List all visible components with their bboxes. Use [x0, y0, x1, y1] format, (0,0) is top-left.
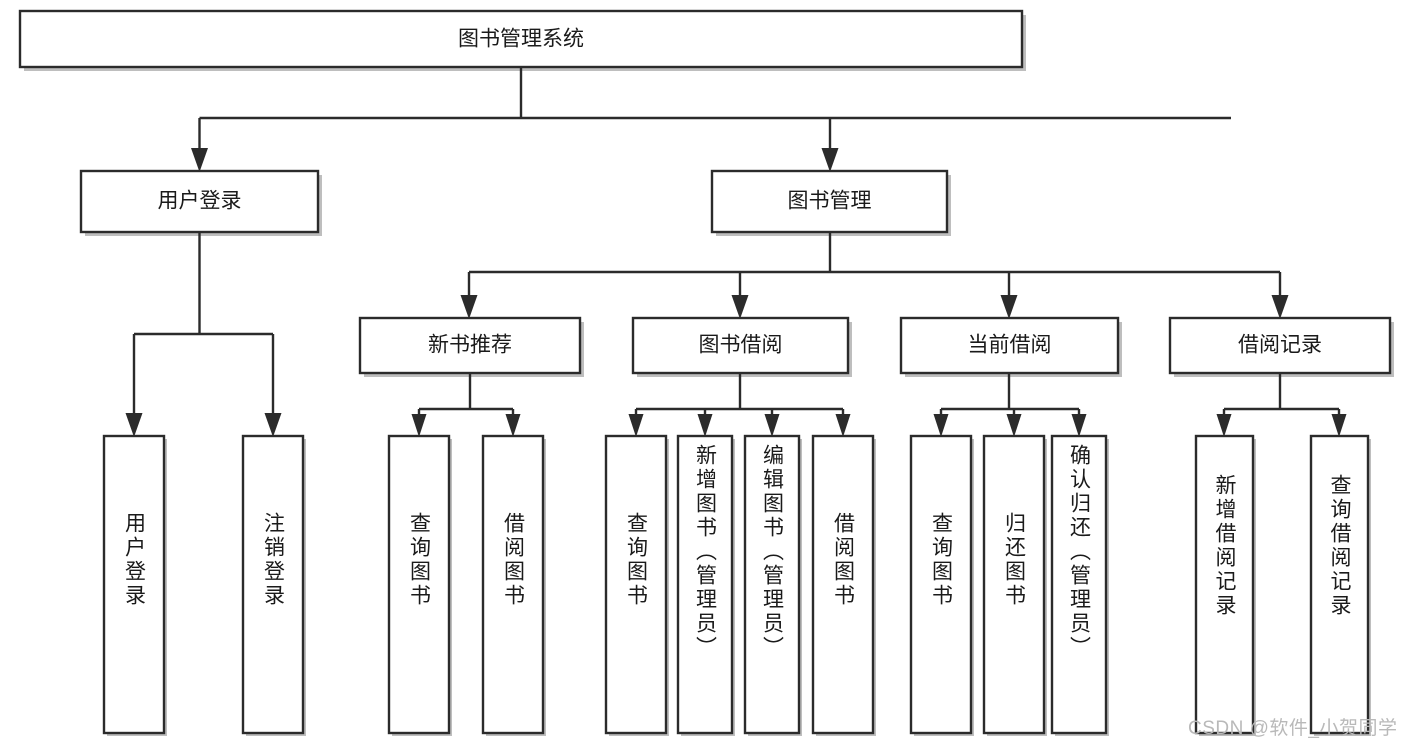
leaf-box-query-book-1 [387, 434, 451, 735]
leaf-box-edit-book-admin [743, 434, 801, 735]
node-borrow-record-label: 借阅记录 [1238, 334, 1322, 357]
connector-lines [132, 67, 1341, 418]
leaf-box-query-book-2 [604, 434, 668, 735]
leaf-boxes[interactable] [102, 434, 1370, 735]
leaf-box-add-borrow-record [1194, 434, 1255, 735]
node-borrow-record[interactable]: 借阅记录 [1168, 316, 1392, 375]
node-current-borrow[interactable]: 当前借阅 [899, 316, 1120, 375]
node-new-book-recommend[interactable]: 新书推荐 [358, 316, 582, 375]
node-user-login[interactable]: 用户登录 [79, 169, 320, 234]
leaf-box-query-book-3 [909, 434, 973, 735]
leaf-box-logout-login [241, 434, 305, 735]
node-new-book-recommend-label: 新书推荐 [428, 334, 512, 357]
node-book-manage-label: 图书管理 [788, 190, 872, 213]
leaf-box-query-borrow-record [1309, 434, 1370, 735]
leaf-box-confirm-return-admin [1050, 434, 1108, 735]
node-user-login-label: 用户登录 [158, 190, 242, 213]
leaf-box-add-book-admin [676, 434, 734, 735]
node-book-manage[interactable]: 图书管理 [710, 169, 949, 234]
leaf-box-return-book [982, 434, 1046, 735]
connector-arrowheads [125, 148, 1347, 437]
node-root[interactable]: 图书管理系统 [18, 9, 1024, 69]
leaf-box-borrow-book-1 [481, 434, 545, 735]
node-book-borrow[interactable]: 图书借阅 [631, 316, 850, 375]
watermark-text: CSDN @软件_小贺同学 [1188, 718, 1398, 739]
node-book-borrow-label: 图书借阅 [699, 334, 783, 357]
leaf-box-user-login [102, 434, 166, 735]
node-current-borrow-label: 当前借阅 [968, 334, 1052, 357]
node-root-label: 图书管理系统 [458, 28, 584, 51]
leaf-box-borrow-book-2 [811, 434, 875, 735]
